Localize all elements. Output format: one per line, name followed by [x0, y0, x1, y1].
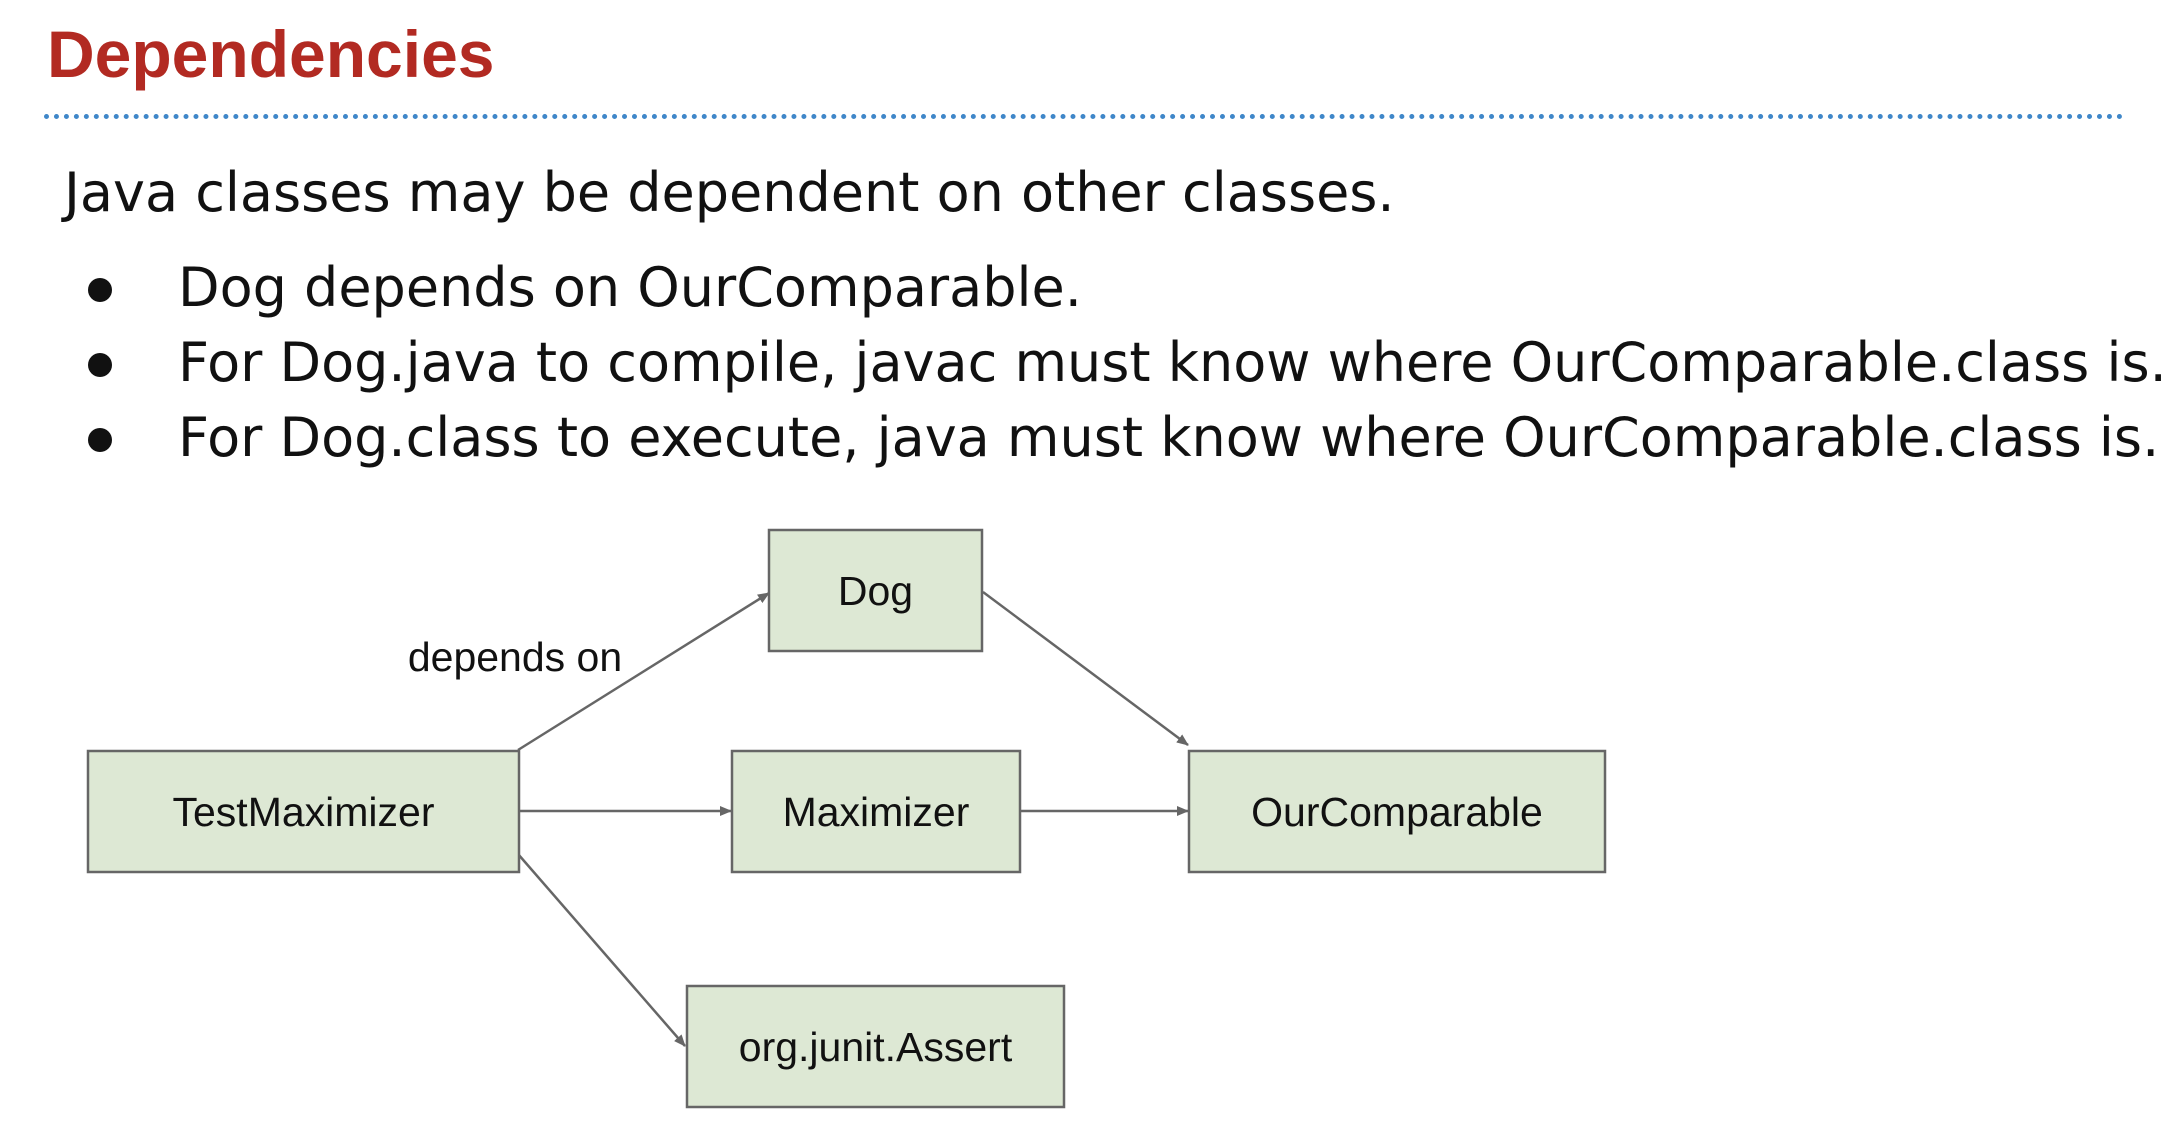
- title-divider: [44, 114, 2124, 119]
- node-box: [1187, 749, 1607, 874]
- edge-label-depends-on: depends on: [408, 634, 622, 680]
- node-label: OurComparable: [1251, 789, 1543, 835]
- bullet-dot-icon: [88, 278, 112, 302]
- bullet-text: For Dog.class to execute, java must know…: [178, 406, 2160, 469]
- node-junit-assert: org.junit.Assert: [685, 984, 1066, 1109]
- node-maximizer: Maximizer: [730, 749, 1022, 874]
- node-box: [86, 749, 521, 874]
- edge-dog-to-ourcomparable: [982, 590, 1189, 747]
- bullet-dot-icon: [88, 428, 112, 452]
- slide-title: Dependencies: [47, 17, 495, 91]
- node-box: [767, 528, 984, 653]
- bullet-dot-icon: [88, 353, 112, 377]
- edge-testmaximizer-to-junit-assert: [517, 853, 686, 1047]
- node-label: org.junit.Assert: [739, 1024, 1013, 1070]
- node-label: TestMaximizer: [173, 789, 435, 835]
- node-testmaximizer: TestMaximizer: [86, 749, 521, 874]
- node-box: [685, 984, 1066, 1109]
- intro-text: Java classes may be dependent on other c…: [64, 161, 1395, 224]
- bullet-text: For Dog.java to compile, javac must know…: [178, 331, 2167, 394]
- node-label: Dog: [838, 568, 913, 614]
- node-dog: Dog: [767, 528, 984, 653]
- node-ourcomparable: OurComparable: [1187, 749, 1607, 874]
- node-label: Maximizer: [783, 789, 970, 835]
- edge-testmaximizer-to-dog: [517, 591, 770, 752]
- bullet-text: Dog depends on OurComparable.: [178, 256, 1082, 319]
- node-box: [730, 749, 1022, 874]
